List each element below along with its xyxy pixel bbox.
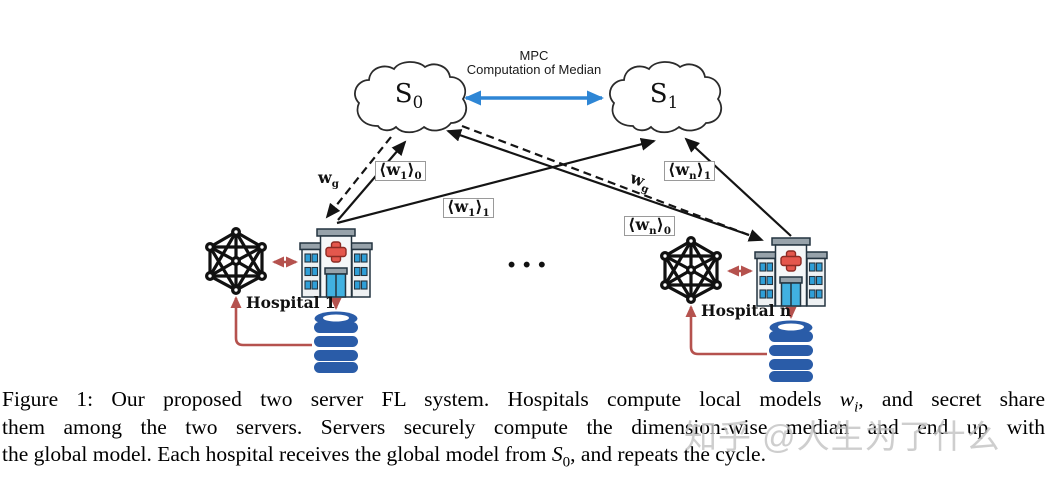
server-s0-cloud <box>354 61 468 134</box>
database-icon <box>769 320 813 382</box>
share-label-w1-s0: ⟨w1⟩0 <box>375 161 426 181</box>
zhihu-watermark: 知乎 @人生为了什么 <box>684 418 1001 455</box>
global-model-label-left: wg <box>318 168 339 191</box>
cloud-icon <box>609 61 723 134</box>
share-arrows <box>325 124 792 242</box>
arrow-s0-to-hn-global <box>461 124 764 242</box>
hospital-building-icon <box>754 237 828 307</box>
caption-line-3: the global model. Each hospital receives… <box>2 442 766 471</box>
arrow-db1-nn1 <box>230 296 312 347</box>
red-cross-icon <box>325 241 347 263</box>
neural-network-icon <box>205 227 267 295</box>
mpc-label: MPC Computation of Median <box>466 48 602 77</box>
arrow-hn-to-s0 <box>446 129 750 237</box>
hospital1-local-arrows <box>230 256 342 347</box>
hospitaln-local-arrows <box>685 265 797 356</box>
cloud-icon <box>354 61 468 134</box>
arrow-h1-to-s0 <box>337 140 407 221</box>
hospital-building-icon <box>299 228 373 298</box>
hospitals-ellipsis: ... <box>506 237 552 275</box>
arrow-hn-to-s1 <box>684 137 792 237</box>
red-cross-icon <box>780 250 802 272</box>
server-s0-label: S0 <box>394 79 424 113</box>
caption-line-2: them among the two servers. Servers secu… <box>2 414 1045 439</box>
arrow-s0-to-h1-global <box>325 136 392 219</box>
figure-caption: Figure 1: Our proposed two server FL sys… <box>0 386 1047 471</box>
caption-line-1: Figure 1: Our proposed two server FL sys… <box>2 387 1045 416</box>
fl-system-diagram <box>205 61 828 382</box>
arrow-h1-to-s1 <box>336 137 656 225</box>
share-label-w1-s1: ⟨w1⟩1 <box>443 198 494 218</box>
share-label-wn-s0: ⟨wn⟩0 <box>624 216 675 236</box>
neural-network-icon <box>660 236 722 304</box>
hospitaln-label: Hospital n <box>701 301 792 320</box>
hospital1-label: Hospital 1 <box>246 293 336 312</box>
share-label-wn-s1: ⟨wn⟩1 <box>664 161 715 181</box>
arrow-dbn-nnn <box>685 305 767 356</box>
database-icon <box>314 311 358 373</box>
server-s1-label: S1 <box>649 79 679 113</box>
server-s1-cloud <box>609 61 723 134</box>
